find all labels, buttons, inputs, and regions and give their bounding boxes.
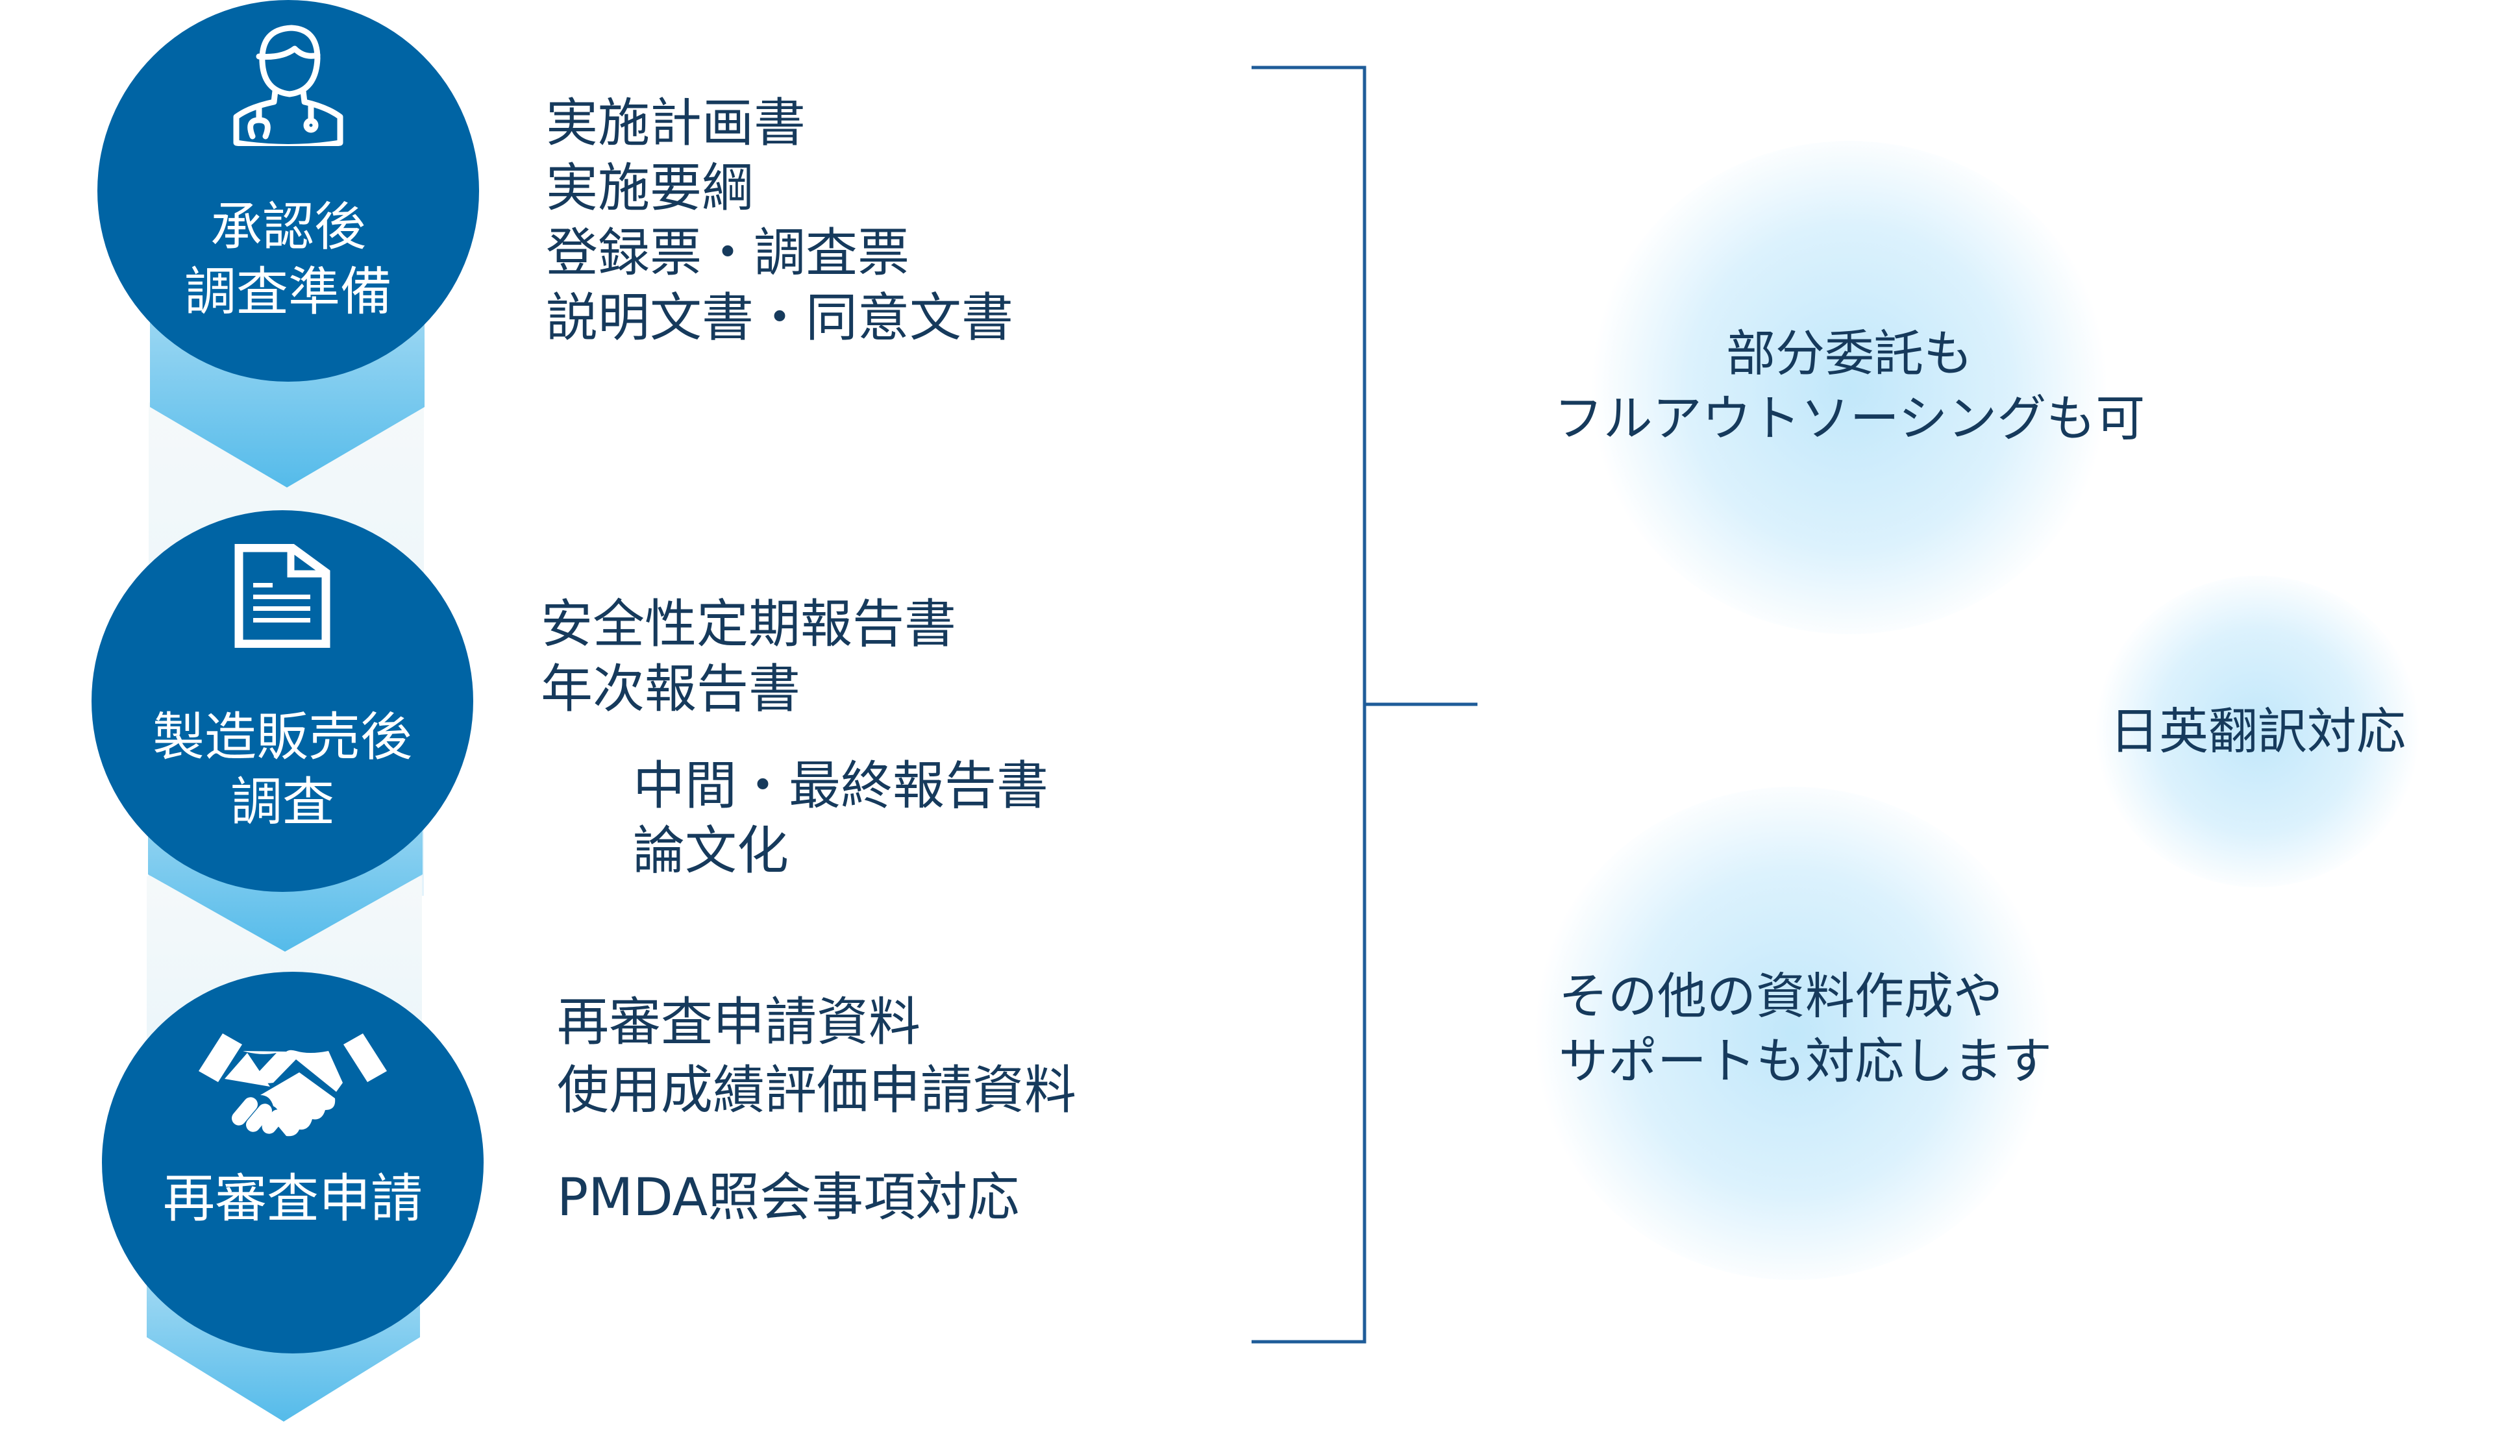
feature-line: 部分委託も [1726,325,1973,382]
deliverable-item: 実施計画書 [546,93,806,153]
glow-bubble [1533,787,2053,1280]
deliverable-item: 登録票・調査票 [546,223,909,283]
feature-line: フルアウトソーシングも可 [1553,389,2145,447]
feature-other-support: その他の資料作成や サポートも対応します [1559,964,2052,1094]
deliverable-item: 実施要綱 [546,158,754,218]
feature-line: サポートも対応します [1559,1032,2052,1090]
step-circle-reexamination: 再審査申請 [102,972,484,1353]
deliverables-list-2: 安全性定期報告書 年次報告書 [541,592,956,722]
deliverable-item: 説明文書・同意文書 [546,288,1013,348]
deliverable-item-pmda: PMDA照会事項対応 [557,1167,1020,1228]
doctor-icon [233,25,343,146]
step-title-line: 再審査申請 [163,1168,423,1229]
feature-translation: 日英翻訳対応 [2110,702,2406,760]
glow-bubble [1590,141,2109,634]
step-circle-approval-prep: 承認後 調査準備 [97,0,479,382]
deliverable-item: 安全性定期報告書 [541,594,956,654]
step-title-line: 調査準備 [184,262,392,322]
deliverable-item: 年次報告書 [541,659,800,719]
deliverable-item: 論文化 [633,821,789,881]
step-circle-post-marketing-survey: 製造販売後 調査 [92,510,473,892]
bracket [1252,66,1477,1344]
document-icon [234,544,330,648]
deliverable-item: 使用成績評価申請資料 [557,1060,1076,1120]
step-title-line: 製造販売後 [153,707,412,767]
deliverables-list-1: 実施計画書 実施要綱 登録票・調査票 説明文書・同意文書 [546,91,1013,351]
glow-bubble [2095,576,2420,887]
deliverables-list-2-sub: 中間・最終報告書 論文化 [633,754,1048,883]
step-title-line: 承認後 [210,197,366,257]
deliverable-item: 再審査申請資料 [557,992,920,1052]
handshake-icon [199,1033,387,1137]
feature-line: その他の資料作成や [1559,967,2003,1025]
step-title-line: 調査 [230,772,334,832]
deliverables-list-3: 再審査申請資料 使用成績評価申請資料 [557,988,1076,1124]
feature-partial-full-outsourcing: 部分委託も フルアウトソーシングも可 [1525,321,2174,451]
deliverable-item: 中間・最終報告書 [633,756,1048,816]
